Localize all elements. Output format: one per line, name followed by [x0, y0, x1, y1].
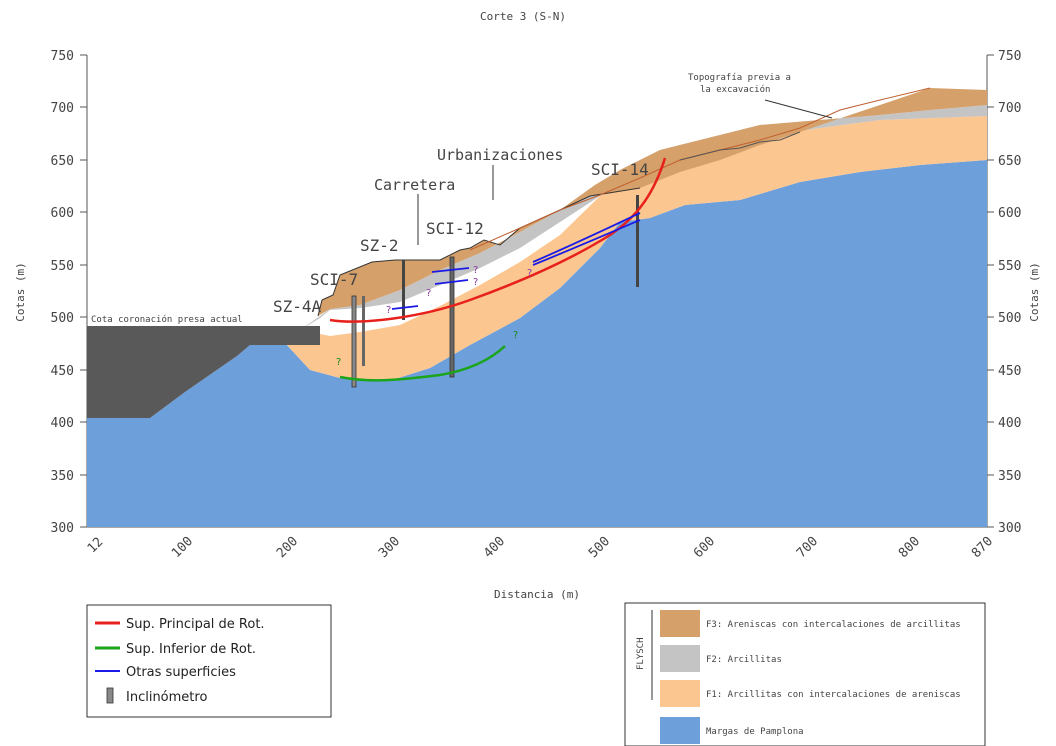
- question-mark: ?: [513, 330, 518, 341]
- y-tick-left: 400: [51, 416, 74, 431]
- x-tick: 100: [169, 534, 196, 561]
- legend-label-inferior: Sup. Inferior de Rot.: [126, 642, 256, 657]
- borehole-label-sz4a: SZ-4A: [273, 297, 322, 316]
- legend-swatch-f3: [660, 610, 700, 637]
- inclinometer-sci12: [449, 256, 455, 378]
- legend-swatch-f2: [660, 645, 700, 672]
- y-tick-right: 300: [998, 521, 1021, 536]
- legend-label-inclinometro: Inclinómetro: [126, 690, 207, 705]
- f1-layer: [285, 116, 987, 380]
- principal-rupture-surface: [329, 157, 667, 323]
- legend-label-f2: F2: Arcillitas: [706, 655, 782, 665]
- legend-label-f3: F3: Areniscas con intercalaciones de arc…: [706, 620, 961, 630]
- y-tick-right: 350: [998, 469, 1021, 484]
- presa-dam: [87, 326, 320, 418]
- previous-topography: [679, 131, 801, 161]
- y-tick-right: 500: [998, 311, 1021, 326]
- section-title: Corte 3 (S-N): [480, 10, 566, 23]
- legend-label-margas: Margas de Pamplona: [706, 727, 804, 737]
- y-tick-left: 600: [51, 206, 74, 221]
- inclinometer-sz4a: [351, 295, 357, 388]
- y-tick-right: 450: [998, 364, 1021, 379]
- legend-label-f1: F1: Arcillitas con intercalaciones de ar…: [706, 690, 961, 700]
- x-tick: 700: [794, 534, 821, 561]
- x-tick: 870: [969, 534, 996, 561]
- legend-label-principal: Sup. Principal de Rot.: [126, 617, 265, 632]
- y-tick-left: 300: [51, 521, 74, 536]
- question-mark: ?: [527, 268, 532, 279]
- cota-coronacion-label: Cota coronación presa actual: [91, 314, 243, 325]
- legend-label-otras: Otras superficies: [126, 665, 236, 680]
- question-mark: ?: [473, 277, 478, 288]
- legend-swatch-margas: [660, 717, 700, 744]
- y-axis-label-right: Cotas (m): [1028, 262, 1041, 322]
- question-mark: ?: [426, 288, 431, 299]
- x-tick: 12: [85, 535, 107, 557]
- y-tick-left: 500: [51, 311, 74, 326]
- x-tick: 800: [896, 534, 923, 561]
- x-tick: 600: [691, 534, 718, 561]
- x-axis-label: Distancia (m): [494, 588, 580, 601]
- y-tick-right: 700: [998, 101, 1021, 116]
- y-tick-left: 550: [51, 259, 74, 274]
- x-tick: 200: [274, 534, 301, 561]
- y-tick-left: 650: [51, 154, 74, 169]
- topografia-label-line1: Topografía previa a: [688, 73, 791, 83]
- question-mark: ?: [473, 265, 478, 276]
- inclinometer-sz2: [402, 260, 405, 320]
- urbanizaciones-label: Urbanizaciones: [437, 146, 563, 164]
- question-mark: ?: [386, 305, 391, 316]
- borehole-label-sci14: SCI-14: [591, 160, 649, 179]
- carretera-label: Carretera: [374, 176, 455, 194]
- f3-layer: [318, 88, 987, 316]
- y-tick-right: 400: [998, 416, 1021, 431]
- other-surfaces: [391, 212, 641, 310]
- flysch-group-label: FLYSCH: [636, 637, 646, 670]
- x-tick: 300: [376, 534, 403, 561]
- y-axis-label-left: Cotas (m): [14, 262, 27, 322]
- leader-topografia: [764, 99, 833, 119]
- question-mark: ?: [336, 357, 341, 368]
- inferior-rupture-surface: [339, 345, 506, 382]
- x-tick: 500: [586, 534, 613, 561]
- inclinometer-sci14: [636, 195, 639, 287]
- borehole-label-sci7: SCI-7: [310, 270, 358, 289]
- legend-swatch-inclinometro: [106, 687, 114, 704]
- legend-surfaces-box: [86, 604, 332, 718]
- y-tick-right: 750: [998, 49, 1021, 64]
- y-tick-left: 350: [51, 469, 74, 484]
- topografia-label-line2: la excavación: [700, 84, 770, 95]
- y-tick-right: 600: [998, 206, 1021, 221]
- x-tick: 400: [481, 534, 508, 561]
- borehole-label-sz2: SZ-2: [360, 236, 399, 255]
- borehole-label-sci12: SCI-12: [426, 219, 484, 238]
- y-tick-right: 650: [998, 154, 1021, 169]
- y-tick-left: 700: [51, 101, 74, 116]
- margas-layer: [87, 160, 987, 527]
- y-tick-left: 750: [51, 49, 74, 64]
- inclinometer-sci7: [362, 296, 365, 366]
- legend-swatch-f1: [660, 680, 700, 707]
- y-tick-left: 450: [51, 364, 74, 379]
- y-tick-right: 550: [998, 259, 1021, 274]
